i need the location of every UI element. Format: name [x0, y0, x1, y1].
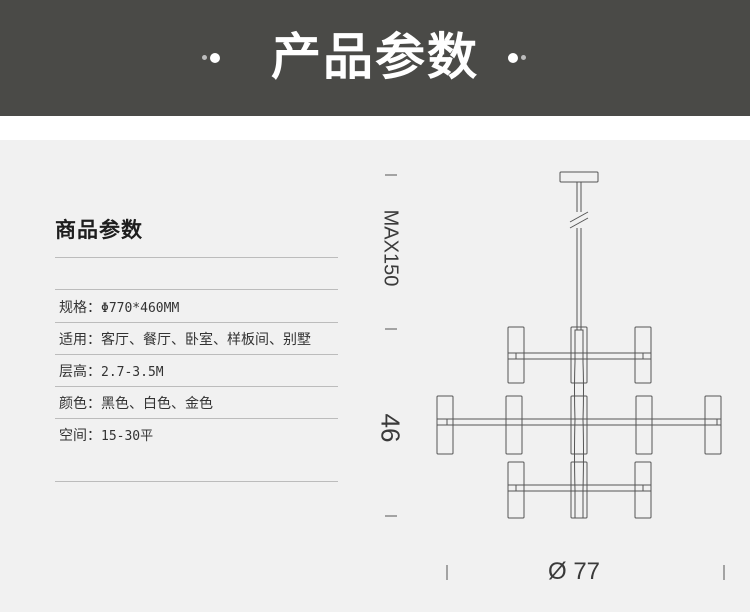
lamp-shade [570, 326, 588, 384]
spec-label: 空间： [59, 428, 101, 444]
spec-row-usage: 适用：客厅、餐厅、卧室、样板间、别墅 [59, 331, 311, 349]
spec-label: 层高： [59, 364, 101, 380]
lamp-arm [515, 352, 644, 360]
divider [55, 257, 338, 258]
banner: 产品参数 [0, 0, 750, 116]
spec-panel [0, 140, 750, 612]
divider [55, 418, 338, 419]
spec-row-space: 空间：15-30平 [59, 427, 153, 446]
spec-label: 规格： [59, 300, 101, 316]
central-stem [574, 329, 584, 519]
break-mark [569, 211, 589, 223]
lamp-shade [507, 326, 525, 384]
divider [55, 354, 338, 355]
ceiling-canopy [559, 171, 599, 183]
spec-row-floor-height: 层高：2.7-3.5M [59, 363, 164, 382]
spec-label: 适用： [59, 332, 101, 348]
diameter-label: Ø 77 [548, 558, 601, 585]
divider [55, 481, 338, 482]
spec-value: 客厅、餐厅、卧室、样板间、别墅 [101, 332, 311, 348]
banner-title: 产品参数 [271, 28, 479, 86]
decor-dot-icon [521, 55, 526, 60]
spec-value: 15-30平 [101, 429, 154, 444]
lamp-shade [570, 461, 588, 519]
lamp-arm [515, 484, 644, 492]
spec-value: 2.7-3.5M [101, 365, 164, 380]
lamp-shade [507, 461, 525, 519]
spec-label: 颜色： [59, 396, 101, 412]
spec-row-size: 规格：Φ770*460MM [59, 299, 179, 318]
spec-value: 黑色、白色、金色 [101, 396, 213, 412]
lamp-shade [634, 461, 652, 519]
lamp-arm [446, 418, 718, 426]
decor-dot-icon [508, 53, 518, 63]
lamp-shade [634, 326, 652, 384]
divider [55, 322, 338, 323]
divider [55, 386, 338, 387]
decor-dot-icon [210, 53, 220, 63]
break-mark [569, 217, 589, 229]
spec-row-color: 颜色：黑色、白色、金色 [59, 395, 213, 413]
section-title: 商品参数 [55, 218, 143, 242]
decor-dot-icon [202, 55, 207, 60]
divider [55, 289, 338, 290]
lamp-shade [570, 395, 588, 455]
spec-value: Φ770*460MM [101, 301, 180, 316]
